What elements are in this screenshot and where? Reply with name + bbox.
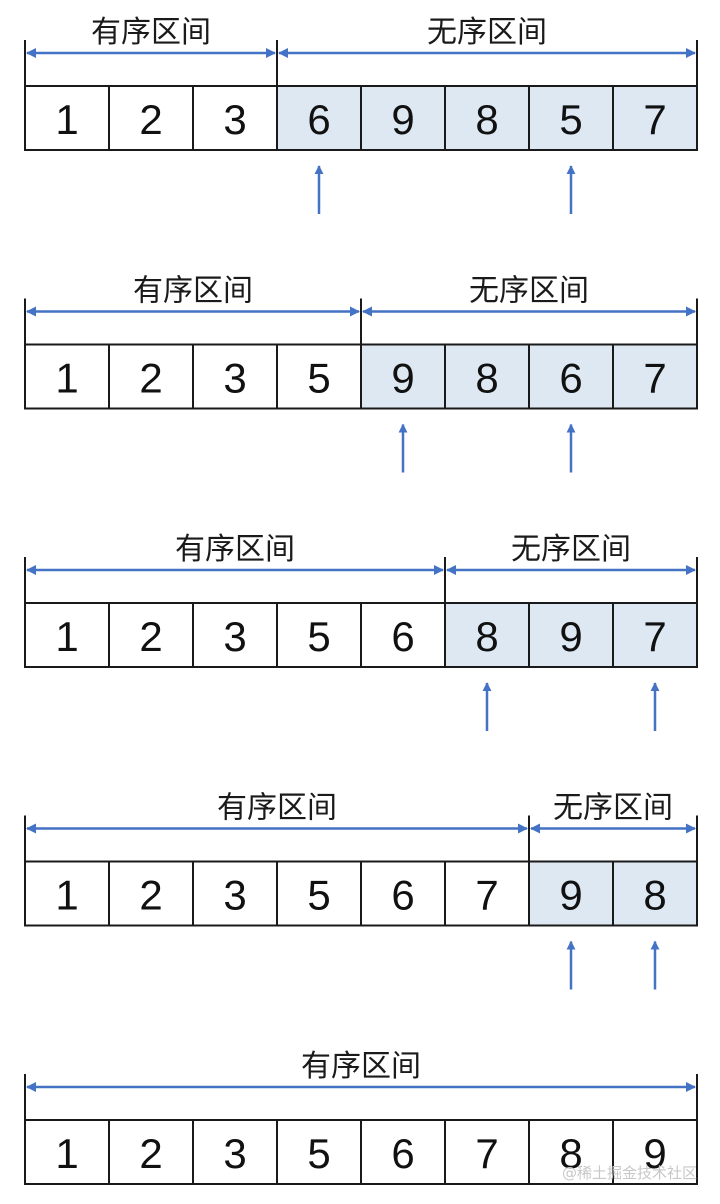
array-cell	[192, 1119, 278, 1185]
unsorted-range-label: 无序区间	[553, 791, 673, 826]
array-cell	[360, 343, 446, 410]
cell-value: 5	[307, 613, 330, 660]
unsorted-range-label: 无序区间	[469, 274, 589, 309]
array-cell	[24, 85, 110, 151]
cell-value: 9	[559, 872, 582, 919]
cell-value: 2	[139, 1130, 162, 1177]
cell-value: 8	[475, 355, 498, 402]
array-cell	[360, 85, 446, 151]
sorted-range-label: 有序区间	[133, 274, 253, 309]
array-cell	[444, 1119, 530, 1185]
cell-value: 8	[643, 872, 666, 919]
cell-value: 6	[391, 613, 414, 660]
array-cell	[528, 860, 614, 927]
step-4: 有序区间 无序区间 1 2 3 5 6 7 9 8	[24, 791, 698, 990]
step-1: 有序区间 无序区间 1 2 3 6 9 8 5 7	[24, 15, 698, 214]
step-5: 有序区间 1 2 3 5 6 7 8 9	[24, 1049, 698, 1185]
array-cell	[192, 85, 278, 151]
sorted-range-label: 有序区间	[301, 1049, 421, 1084]
cell-value: 7	[475, 872, 498, 919]
cell-value: 7	[643, 96, 666, 143]
array-cell	[276, 1119, 362, 1185]
cell-value: 8	[475, 613, 498, 660]
array-cell	[612, 343, 698, 410]
array-cell	[24, 1119, 110, 1185]
cell-value: 3	[223, 872, 246, 919]
array-cell	[528, 343, 614, 410]
sorted-range-label: 有序区间	[217, 791, 337, 826]
cell-value: 7	[475, 1130, 498, 1177]
cell-value: 2	[139, 355, 162, 402]
array-cell	[612, 602, 698, 668]
cell-value: 8	[559, 1130, 582, 1177]
cell-value: 7	[643, 355, 666, 402]
cell-value: 1	[55, 355, 78, 402]
cell-value: 9	[559, 613, 582, 660]
array-cell	[360, 1119, 446, 1185]
cell-value: 5	[307, 1130, 330, 1177]
cell-value: 3	[223, 1130, 246, 1177]
array-cell	[360, 602, 446, 668]
array-cell	[24, 860, 110, 927]
cell-value: 1	[55, 872, 78, 919]
cell-value: 3	[223, 613, 246, 660]
cell-value: 1	[55, 613, 78, 660]
cell-value: 5	[307, 872, 330, 919]
cell-value: 9	[391, 96, 414, 143]
cell-value: 6	[307, 96, 330, 143]
cell-value: 8	[475, 96, 498, 143]
array-cell	[444, 343, 530, 410]
step-3: 有序区间 无序区间 1 2 3 5 6 8 9 7	[24, 532, 698, 731]
cell-value: 6	[391, 872, 414, 919]
sorted-range-label: 有序区间	[175, 532, 295, 567]
unsorted-range-label: 无序区间	[511, 532, 631, 567]
cell-value: 7	[643, 613, 666, 660]
array-cell	[612, 1119, 698, 1185]
array-cell	[276, 860, 362, 927]
cell-value: 5	[559, 96, 582, 143]
cell-value: 9	[391, 355, 414, 402]
cell-value: 2	[139, 872, 162, 919]
cell-value: 1	[55, 1130, 78, 1177]
cell-value: 5	[307, 355, 330, 402]
array-cell	[528, 85, 614, 151]
array-cell	[612, 860, 698, 927]
cell-value: 6	[391, 1130, 414, 1177]
array-cell	[24, 343, 110, 410]
array-cell	[108, 343, 194, 410]
cell-value: 9	[643, 1130, 666, 1177]
array-cell	[528, 602, 614, 668]
cell-value: 2	[139, 96, 162, 143]
array-cell	[192, 343, 278, 410]
cell-value: 1	[55, 96, 78, 143]
cell-value: 6	[559, 355, 582, 402]
sorted-range-label: 有序区间	[91, 15, 211, 50]
array-cell	[360, 860, 446, 927]
cell-value: 3	[223, 96, 246, 143]
cell-value: 3	[223, 355, 246, 402]
unsorted-range-label: 无序区间	[427, 15, 547, 50]
watermark: @稀土掘金技术社区	[562, 1164, 697, 1182]
step-2: 有序区间 无序区间 1 2 3 5 9 8 6 7	[24, 274, 698, 473]
cell-value: 2	[139, 613, 162, 660]
array-cell	[276, 602, 362, 668]
array-cell	[612, 85, 698, 151]
array-cell	[444, 860, 530, 927]
